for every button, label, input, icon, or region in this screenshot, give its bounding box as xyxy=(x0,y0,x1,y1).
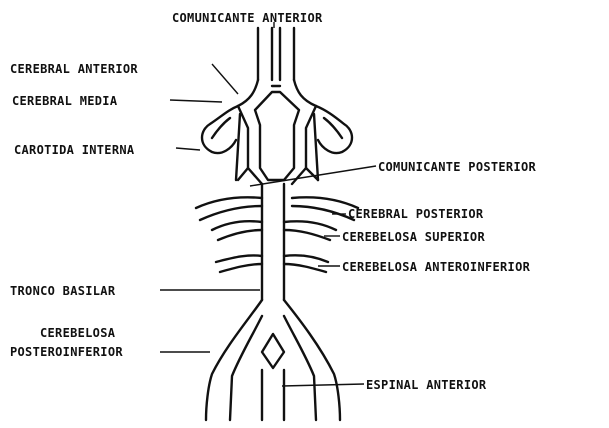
label-cerebral-media: CEREBRAL MEDIA xyxy=(12,94,117,108)
label-cerebelosa-posteroinferior-line2: POSTEROINFERIOR xyxy=(10,345,123,359)
label-espinal-anterior: ESPINAL ANTERIOR xyxy=(366,378,486,392)
label-comunicante-anterior: COMUNICANTE ANTERIOR xyxy=(172,11,323,25)
superior-cerebellar-arteries xyxy=(212,221,336,240)
carotid-arteries xyxy=(202,106,352,180)
vertebral-arteries xyxy=(206,300,340,420)
anterior-inferior-cerebellar-arteries xyxy=(216,255,328,272)
label-cerebelosa-superior: CEREBELOSA SUPERIOR xyxy=(342,230,485,244)
label-tronco-basilar: TRONCO BASILAR xyxy=(10,284,115,298)
label-carotida-interna: CAROTIDA INTERNA xyxy=(14,143,134,157)
basilar-trunk xyxy=(262,184,284,300)
willis-ring xyxy=(238,86,316,184)
label-cerebelosa-posteroinferior-line1: CEREBELOSA xyxy=(40,326,115,340)
label-comunicante-posterior: COMUNICANTE POSTERIOR xyxy=(378,160,536,174)
leader-lines xyxy=(160,22,376,386)
label-cerebelosa-anteroinferior: CEREBELOSA ANTEROINFERIOR xyxy=(342,260,530,274)
label-cerebral-anterior: CEREBRAL ANTERIOR xyxy=(10,62,138,76)
anterior-cerebral-arteries xyxy=(238,28,316,106)
posterior-cerebral-arteries xyxy=(196,197,358,220)
label-cerebral-posterior: CEREBRAL POSTERIOR xyxy=(348,207,483,221)
